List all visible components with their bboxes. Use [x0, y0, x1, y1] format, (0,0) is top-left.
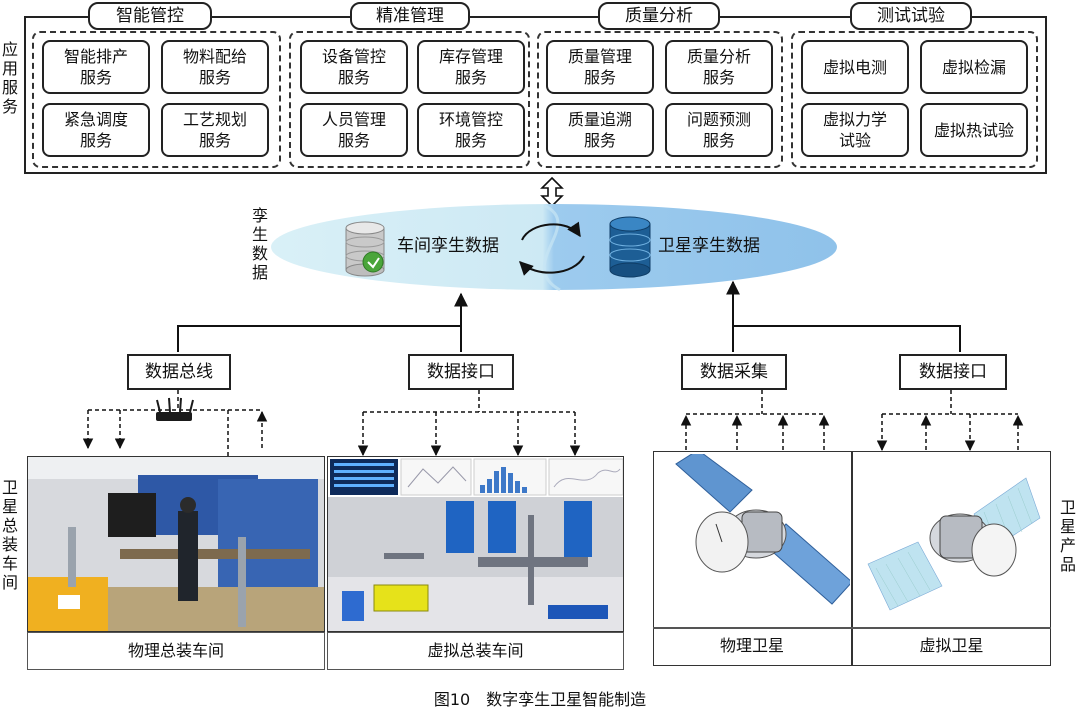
service-box[interactable]: 工艺规划 服务 [161, 103, 269, 157]
virtual-satellite-caption: 虚拟卫星 [919, 636, 984, 655]
service-box[interactable]: 人员管理 服务 [300, 103, 408, 157]
service-box[interactable]: 质量追溯 服务 [546, 103, 654, 157]
router-icon [156, 397, 194, 421]
virtual-workshop-caption: 虚拟总装车间 [327, 632, 624, 670]
data-collection-box[interactable]: 数据采集 [681, 354, 787, 390]
physical-workshop-image [27, 456, 325, 632]
application-services-frame [24, 16, 1047, 174]
service-group-smart-control [32, 31, 281, 168]
satellite-panel-divider [851, 451, 853, 666]
service-box[interactable]: 质量分析 服务 [665, 40, 773, 94]
service-box[interactable]: 环境管控 服务 [417, 103, 525, 157]
workshop-database-icon [345, 221, 385, 277]
satellite-caption-divider [653, 627, 1051, 629]
service-box[interactable]: 虚拟热试验 [920, 103, 1028, 157]
data-interface-left-box[interactable]: 数据接口 [408, 354, 514, 390]
group-title-quality-analysis: 质量分析 [598, 2, 720, 30]
service-box[interactable]: 物料配给 服务 [161, 40, 269, 94]
service-box[interactable]: 智能排产 服务 [42, 40, 150, 94]
twin-data-label: 孪生数据 [251, 206, 268, 282]
satellite-assembly-workshop-label: 卫星总装车间 [1, 478, 18, 592]
virtual-satellite-image [867, 477, 1041, 611]
service-group-testing [791, 31, 1038, 168]
exchange-arrows-icon [519, 221, 585, 276]
service-group-quality-analysis [537, 31, 783, 168]
figure-caption: 图10 数字孪生卫星智能制造 [433, 690, 647, 709]
service-box[interactable]: 问题预测 服务 [665, 103, 773, 157]
physical-workshop-caption: 物理总装车间 [27, 632, 325, 670]
physical-satellite-caption: 物理卫星 [719, 636, 784, 655]
group-title-testing: 测试试验 [850, 2, 972, 30]
service-box[interactable]: 质量管理 服务 [546, 40, 654, 94]
satellite-product-label: 卫星产品 [1059, 498, 1076, 574]
workshop-twin-data-label[interactable]: 车间孪生数据 [397, 236, 499, 256]
group-title-smart-control: 智能管控 [88, 2, 212, 30]
service-box[interactable]: 设备管控 服务 [300, 40, 408, 94]
physical-satellite-image [675, 454, 850, 605]
satellite-twin-data-label[interactable]: 卫星孪生数据 [658, 236, 760, 256]
group-title-precise-management: 精准管理 [350, 2, 470, 30]
service-box[interactable]: 紧急调度 服务 [42, 103, 150, 157]
service-box[interactable]: 虚拟检漏 [920, 40, 1028, 94]
twin-data-ellipse [271, 204, 837, 290]
satellite-database-icon [609, 216, 651, 278]
service-group-precise-management [289, 31, 530, 168]
virtual-workshop-image [327, 456, 624, 632]
data-bus-box[interactable]: 数据总线 [127, 354, 231, 390]
data-interface-right-box[interactable]: 数据接口 [899, 354, 1007, 390]
service-box[interactable]: 虚拟电测 [801, 40, 909, 94]
application-services-label: 应用服务 [1, 40, 18, 116]
service-box[interactable]: 库存管理 服务 [417, 40, 525, 94]
bidirectional-arrow [540, 176, 564, 208]
service-box[interactable]: 虚拟力学 试验 [801, 103, 909, 157]
